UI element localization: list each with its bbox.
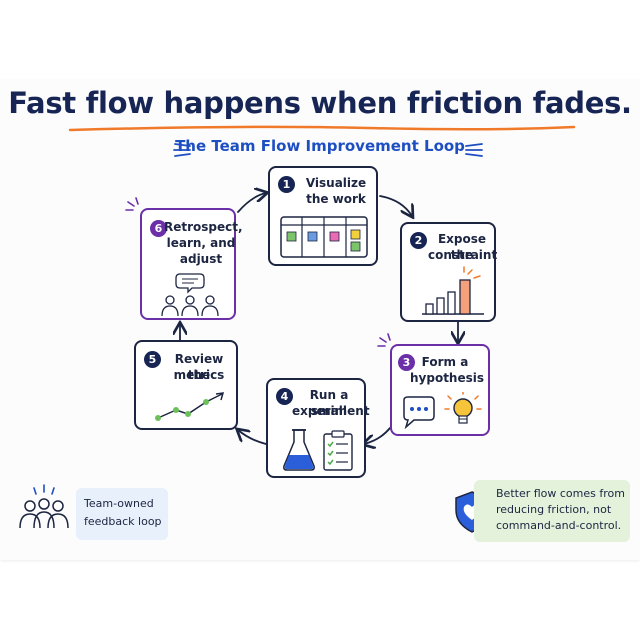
team-icon bbox=[19, 484, 69, 529]
step-6-number: 6 bbox=[150, 220, 167, 237]
step-6-label-line1: Retrospect, bbox=[164, 220, 243, 234]
arrow-4-to-5 bbox=[238, 430, 267, 445]
principle-note: Better flow comes from reducing friction… bbox=[474, 480, 630, 542]
step-5-number: 5 bbox=[144, 351, 161, 368]
step-1-label-line1: Visualize bbox=[305, 176, 367, 190]
team-owned-badge: Team-owned feedback loop bbox=[76, 488, 168, 540]
subtitle-dash-right bbox=[465, 143, 483, 157]
step-4-label-line1: Run a small bbox=[309, 388, 349, 418]
step-review-the-metrics: 5 Review the metrics bbox=[134, 340, 238, 430]
subtitle: The Team Flow Improvement Loop bbox=[175, 137, 465, 155]
step-4-label-line2: experiment bbox=[292, 404, 370, 418]
bar-chart-icon bbox=[422, 266, 484, 315]
trend-line-icon bbox=[155, 392, 225, 421]
checklist-icon bbox=[323, 430, 353, 471]
step-form-a-hypothesis: 3 Form a hypothesis bbox=[390, 344, 490, 436]
step-2-label-line1: Expose the bbox=[437, 232, 487, 262]
step-1-number: 1 bbox=[278, 176, 295, 193]
step-run-a-small-experiment: 4 Run a small experiment bbox=[266, 378, 370, 478]
note-line2: reducing friction, not bbox=[496, 503, 612, 516]
step-expose-the-constraint: 2 Expose the constraint bbox=[400, 222, 498, 322]
step-retrospect-learn-adjust: 6 Retrospect, learn, and adjust bbox=[140, 208, 243, 320]
step-2-label-line2: constraint bbox=[428, 248, 498, 262]
arrow-6-to-1 bbox=[237, 193, 266, 213]
step-6-accent-marks bbox=[125, 197, 139, 211]
team-discussion-icon bbox=[161, 273, 219, 317]
step-3-label-line2: hypothesis bbox=[410, 371, 485, 385]
page-title: Fast flow happens when friction fades. bbox=[8, 86, 632, 120]
step-3-accent-marks bbox=[377, 333, 391, 347]
arrow-3-to-4 bbox=[364, 427, 391, 444]
title-underline bbox=[68, 125, 576, 132]
step-3-number: 3 bbox=[398, 354, 415, 371]
step-3-label-line1: Form a bbox=[421, 355, 469, 369]
subtitle-dash-left bbox=[173, 143, 191, 157]
step-visualize-the-work: 1 Visualize the work bbox=[268, 166, 378, 266]
note-line1: Better flow comes from bbox=[496, 487, 625, 500]
kanban-board-icon bbox=[280, 216, 368, 258]
step-5-label-line1: Review the bbox=[174, 352, 224, 382]
step-6-label-line2: learn, and bbox=[166, 236, 236, 250]
team-badge-line2: feedback loop bbox=[84, 515, 162, 528]
speech-bubble-icon bbox=[403, 396, 435, 430]
step-2-number: 2 bbox=[410, 232, 427, 249]
note-line3: command-and-control. bbox=[496, 519, 622, 532]
step-1-label-line2: the work bbox=[306, 192, 366, 206]
step-4-number: 4 bbox=[276, 388, 293, 405]
lightbulb-icon bbox=[444, 392, 482, 424]
team-badge-line1: Team-owned bbox=[84, 497, 154, 510]
step-5-label-line2: metrics bbox=[173, 368, 225, 382]
arrow-1-to-2 bbox=[379, 195, 412, 216]
flask-icon bbox=[283, 429, 315, 471]
step-6-label-line3: adjust bbox=[179, 252, 223, 266]
